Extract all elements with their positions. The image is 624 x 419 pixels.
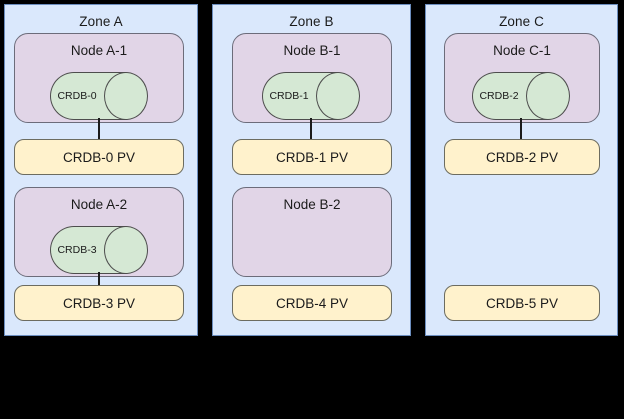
connector-crdb-2-to-pv — [520, 118, 522, 141]
pod-crdb-2-label: CRDB-2 — [479, 90, 519, 102]
pod-crdb-2-cylinder: CRDB-2 — [472, 72, 570, 120]
connector-crdb-3-to-pv — [98, 272, 100, 295]
cylinder-cap-icon — [104, 226, 148, 274]
pv-crdb-5-box: CRDB-5 PV — [444, 285, 600, 321]
node-a-2-title: Node A-2 — [70, 197, 128, 212]
pod-crdb-0-cylinder: CRDB-0 — [50, 72, 148, 120]
cylinder-cap-icon — [104, 72, 148, 120]
pod-crdb-3-cylinder: CRDB-3 — [50, 226, 148, 274]
zone-c-title: Zone C — [499, 14, 544, 29]
zone-b-title: Zone B — [289, 14, 334, 29]
pv-crdb-4-box: CRDB-4 PV — [232, 285, 392, 321]
pod-crdb-1-label: CRDB-1 — [269, 90, 309, 102]
connector-crdb-0-to-pv — [98, 118, 100, 141]
node-b-2-box: Node B-2 — [232, 187, 392, 277]
cylinder-cap-icon — [526, 72, 570, 120]
pv-crdb-1-box: CRDB-1 PV — [232, 139, 392, 175]
pod-crdb-1-cylinder: CRDB-1 — [262, 72, 360, 120]
pv-crdb-0-box: CRDB-0 PV — [14, 139, 184, 175]
node-b-2-title: Node B-2 — [283, 197, 341, 212]
node-a-1-title: Node A-1 — [70, 43, 128, 58]
pv-crdb-3-box: CRDB-3 PV — [14, 285, 184, 321]
node-b-1-title: Node B-1 — [283, 43, 341, 58]
cylinder-cap-icon — [316, 72, 360, 120]
pod-crdb-3-label: CRDB-3 — [57, 244, 97, 256]
pod-crdb-0-label: CRDB-0 — [57, 90, 97, 102]
zone-a-title: Zone A — [79, 14, 123, 29]
connector-crdb-1-to-pv — [310, 118, 312, 141]
node-c-1-title: Node C-1 — [493, 43, 551, 58]
pv-crdb-2-box: CRDB-2 PV — [444, 139, 600, 175]
